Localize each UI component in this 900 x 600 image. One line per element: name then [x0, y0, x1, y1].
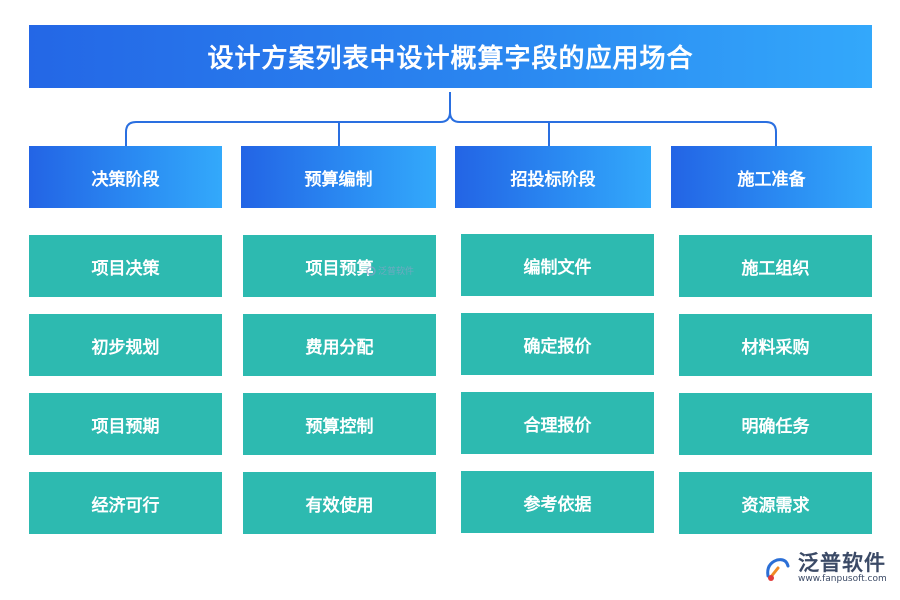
item-construction-1: 施工组织 [679, 235, 872, 297]
item-bidding-2: 确定报价 [461, 313, 654, 375]
brand-url: www.fanpusoft.com [798, 574, 887, 584]
stage-decision: 决策阶段 [29, 146, 222, 208]
item-bidding-4: 参考依据 [461, 471, 654, 533]
fanpu-logo-icon [766, 557, 790, 581]
item-decision-4: 经济可行 [29, 472, 222, 534]
item-construction-2: 材料采购 [679, 314, 872, 376]
item-budgeting-2: 费用分配 [243, 314, 436, 376]
stage-budgeting: 预算编制 [241, 146, 436, 208]
item-construction-4: 资源需求 [679, 472, 872, 534]
watermark: 泛普软件 [366, 264, 414, 277]
item-budgeting-1: 项目预算 [243, 235, 436, 297]
stage-construction-prep: 施工准备 [671, 146, 872, 208]
watermark-text: 泛普软件 [378, 267, 415, 277]
watermark-logo-icon [366, 265, 376, 276]
brand-logo: 泛普软件 www.fanpusoft.com [762, 552, 887, 585]
item-construction-3: 明确任务 [679, 393, 872, 455]
item-budgeting-4: 有效使用 [243, 472, 436, 534]
item-bidding-1: 编制文件 [461, 234, 654, 296]
item-bidding-3: 合理报价 [461, 392, 654, 454]
item-decision-2: 初步规划 [29, 314, 222, 376]
stage-bidding: 招投标阶段 [455, 146, 651, 208]
title-brace-right [449, 111, 777, 146]
item-budgeting-3: 预算控制 [243, 393, 436, 455]
item-decision-3: 项目预期 [29, 393, 222, 455]
diagram-title: 设计方案列表中设计概算字段的应用场合 [29, 25, 872, 88]
item-decision-1: 项目决策 [29, 235, 222, 297]
title-brace [125, 92, 451, 146]
brand-name: 泛普软件 [798, 551, 886, 575]
